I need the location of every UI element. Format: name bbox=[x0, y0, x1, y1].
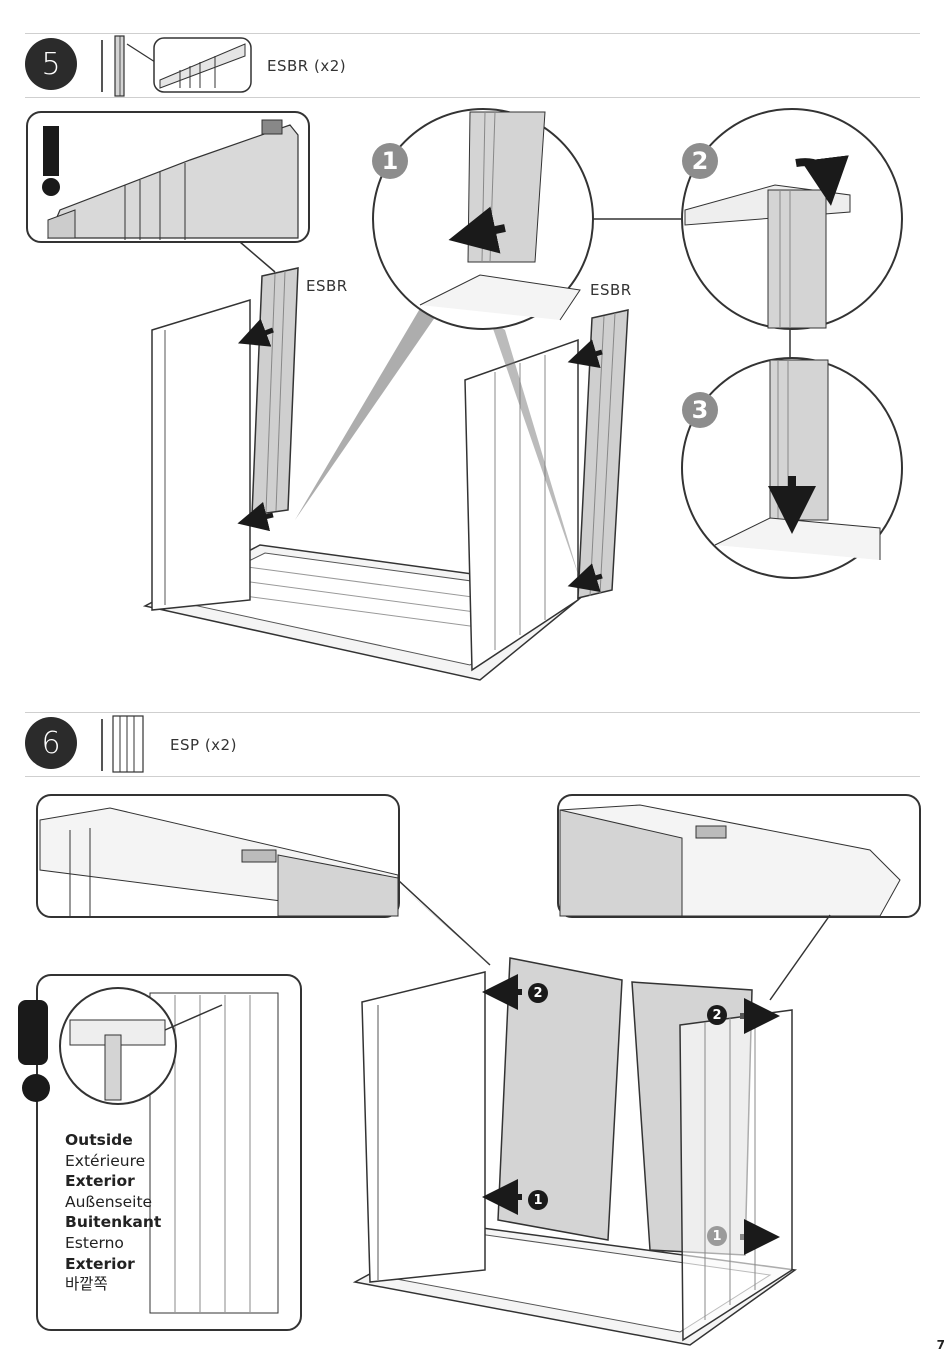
lang-item: Buitenkant bbox=[65, 1213, 162, 1232]
divider bbox=[25, 97, 920, 98]
zoom-detail-3 bbox=[681, 357, 903, 579]
lang-item: Outside bbox=[65, 1131, 133, 1149]
lang-item: 바깥쪽 bbox=[65, 1275, 108, 1294]
lang-item: Esterno bbox=[65, 1233, 124, 1252]
step-number-badge: 5 bbox=[25, 38, 77, 90]
divider bbox=[25, 33, 920, 34]
detail-box-right bbox=[557, 794, 921, 1001]
divider bbox=[25, 712, 920, 713]
lang-item: Außenseite bbox=[65, 1192, 153, 1211]
arrow-number-badge: 2 bbox=[528, 983, 548, 1003]
arrow-number-badge: 1 bbox=[707, 1226, 727, 1246]
zoom-detail-1 bbox=[372, 108, 683, 330]
divider bbox=[25, 776, 920, 777]
page-number: 7 bbox=[936, 1338, 945, 1352]
part-code: ESP bbox=[170, 736, 200, 754]
detail-number-badge: 2 bbox=[682, 143, 718, 179]
detail-number-badge: 1 bbox=[372, 143, 408, 179]
panel-thumbnail-icon bbox=[112, 715, 144, 773]
lang-item: Exterior bbox=[65, 1254, 135, 1273]
part-label: ESBR (x2) bbox=[267, 57, 346, 75]
shed-assembly bbox=[142, 267, 629, 681]
lang-item: Extérieure bbox=[65, 1151, 146, 1170]
part-qty: (x2) bbox=[204, 736, 237, 754]
arrow-number-badge: 1 bbox=[528, 1190, 548, 1210]
shed-assembly-step6 bbox=[352, 957, 797, 1346]
step-number: 6 bbox=[41, 725, 61, 761]
part-qty: (x2) bbox=[314, 57, 347, 75]
detail-box-left bbox=[36, 794, 491, 966]
notice-box bbox=[18, 974, 302, 1331]
step-number-badge: 6 bbox=[25, 717, 77, 769]
callout-label: ESBR bbox=[306, 277, 348, 295]
part-label: ESP (x2) bbox=[170, 736, 237, 754]
separator bbox=[101, 40, 103, 92]
outside-label-list: Outside Extérieure Exterior Außenseite B… bbox=[65, 1130, 161, 1295]
arrow-number-badge: 2 bbox=[707, 1005, 727, 1025]
separator bbox=[101, 719, 103, 771]
lang-item: Exterior bbox=[65, 1172, 135, 1191]
part-thumbnail-icon bbox=[114, 35, 252, 97]
part-code: ESBR bbox=[267, 57, 309, 75]
zoom-detail-2 bbox=[681, 108, 903, 358]
detail-number-badge: 3 bbox=[682, 392, 718, 428]
step-number: 5 bbox=[41, 46, 61, 82]
warning-detail-box bbox=[26, 111, 310, 273]
callout-label: ESBR bbox=[590, 281, 632, 299]
